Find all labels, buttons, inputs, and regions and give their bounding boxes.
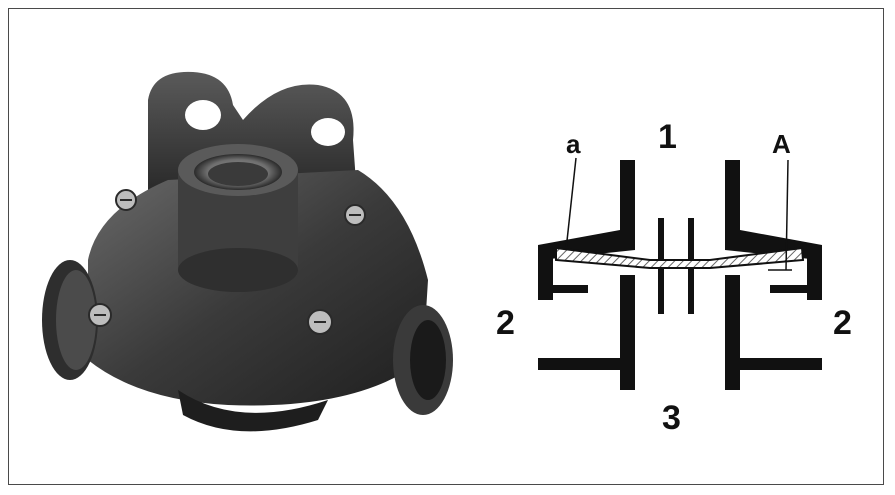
valve-photo-icon bbox=[42, 71, 453, 432]
port-label-2-left: 2 bbox=[496, 304, 515, 342]
valve-cross-section-icon bbox=[538, 157, 822, 390]
port-label-2-right: 2 bbox=[833, 304, 852, 342]
port-label-3: 3 bbox=[662, 399, 681, 437]
marker-label-A: A bbox=[772, 129, 791, 159]
marker-label-a: a bbox=[566, 129, 581, 159]
port-label-1: 1 bbox=[658, 118, 677, 156]
